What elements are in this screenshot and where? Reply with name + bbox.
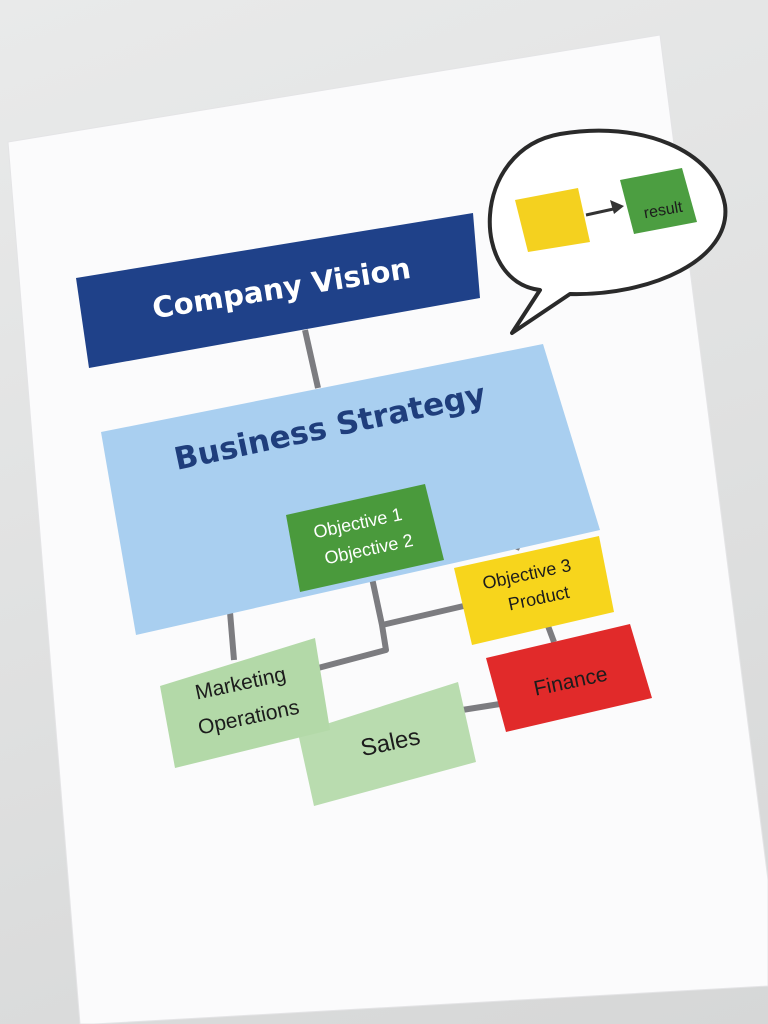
speech-bubble: result — [487, 128, 728, 335]
green-square-icon — [620, 168, 697, 234]
sales-node: Sales — [298, 682, 476, 806]
company-vision-node: Company Vision — [76, 213, 480, 368]
finance-node: Finance — [486, 624, 652, 732]
objective-3-product-node: Objective 3 Product — [454, 536, 614, 645]
connector-objective3-finance — [545, 624, 557, 644]
objective-1-2-node: Objective 1 Objective 2 — [286, 484, 444, 592]
result-label: result — [642, 199, 684, 223]
connector-vision-strategy — [302, 329, 321, 389]
connector-center-objective3 — [381, 602, 469, 628]
yellow-square-icon — [515, 188, 590, 252]
arrow-right-icon — [585, 200, 624, 217]
connector-objectives-center — [317, 577, 389, 671]
connector-sales-finance — [461, 701, 501, 713]
